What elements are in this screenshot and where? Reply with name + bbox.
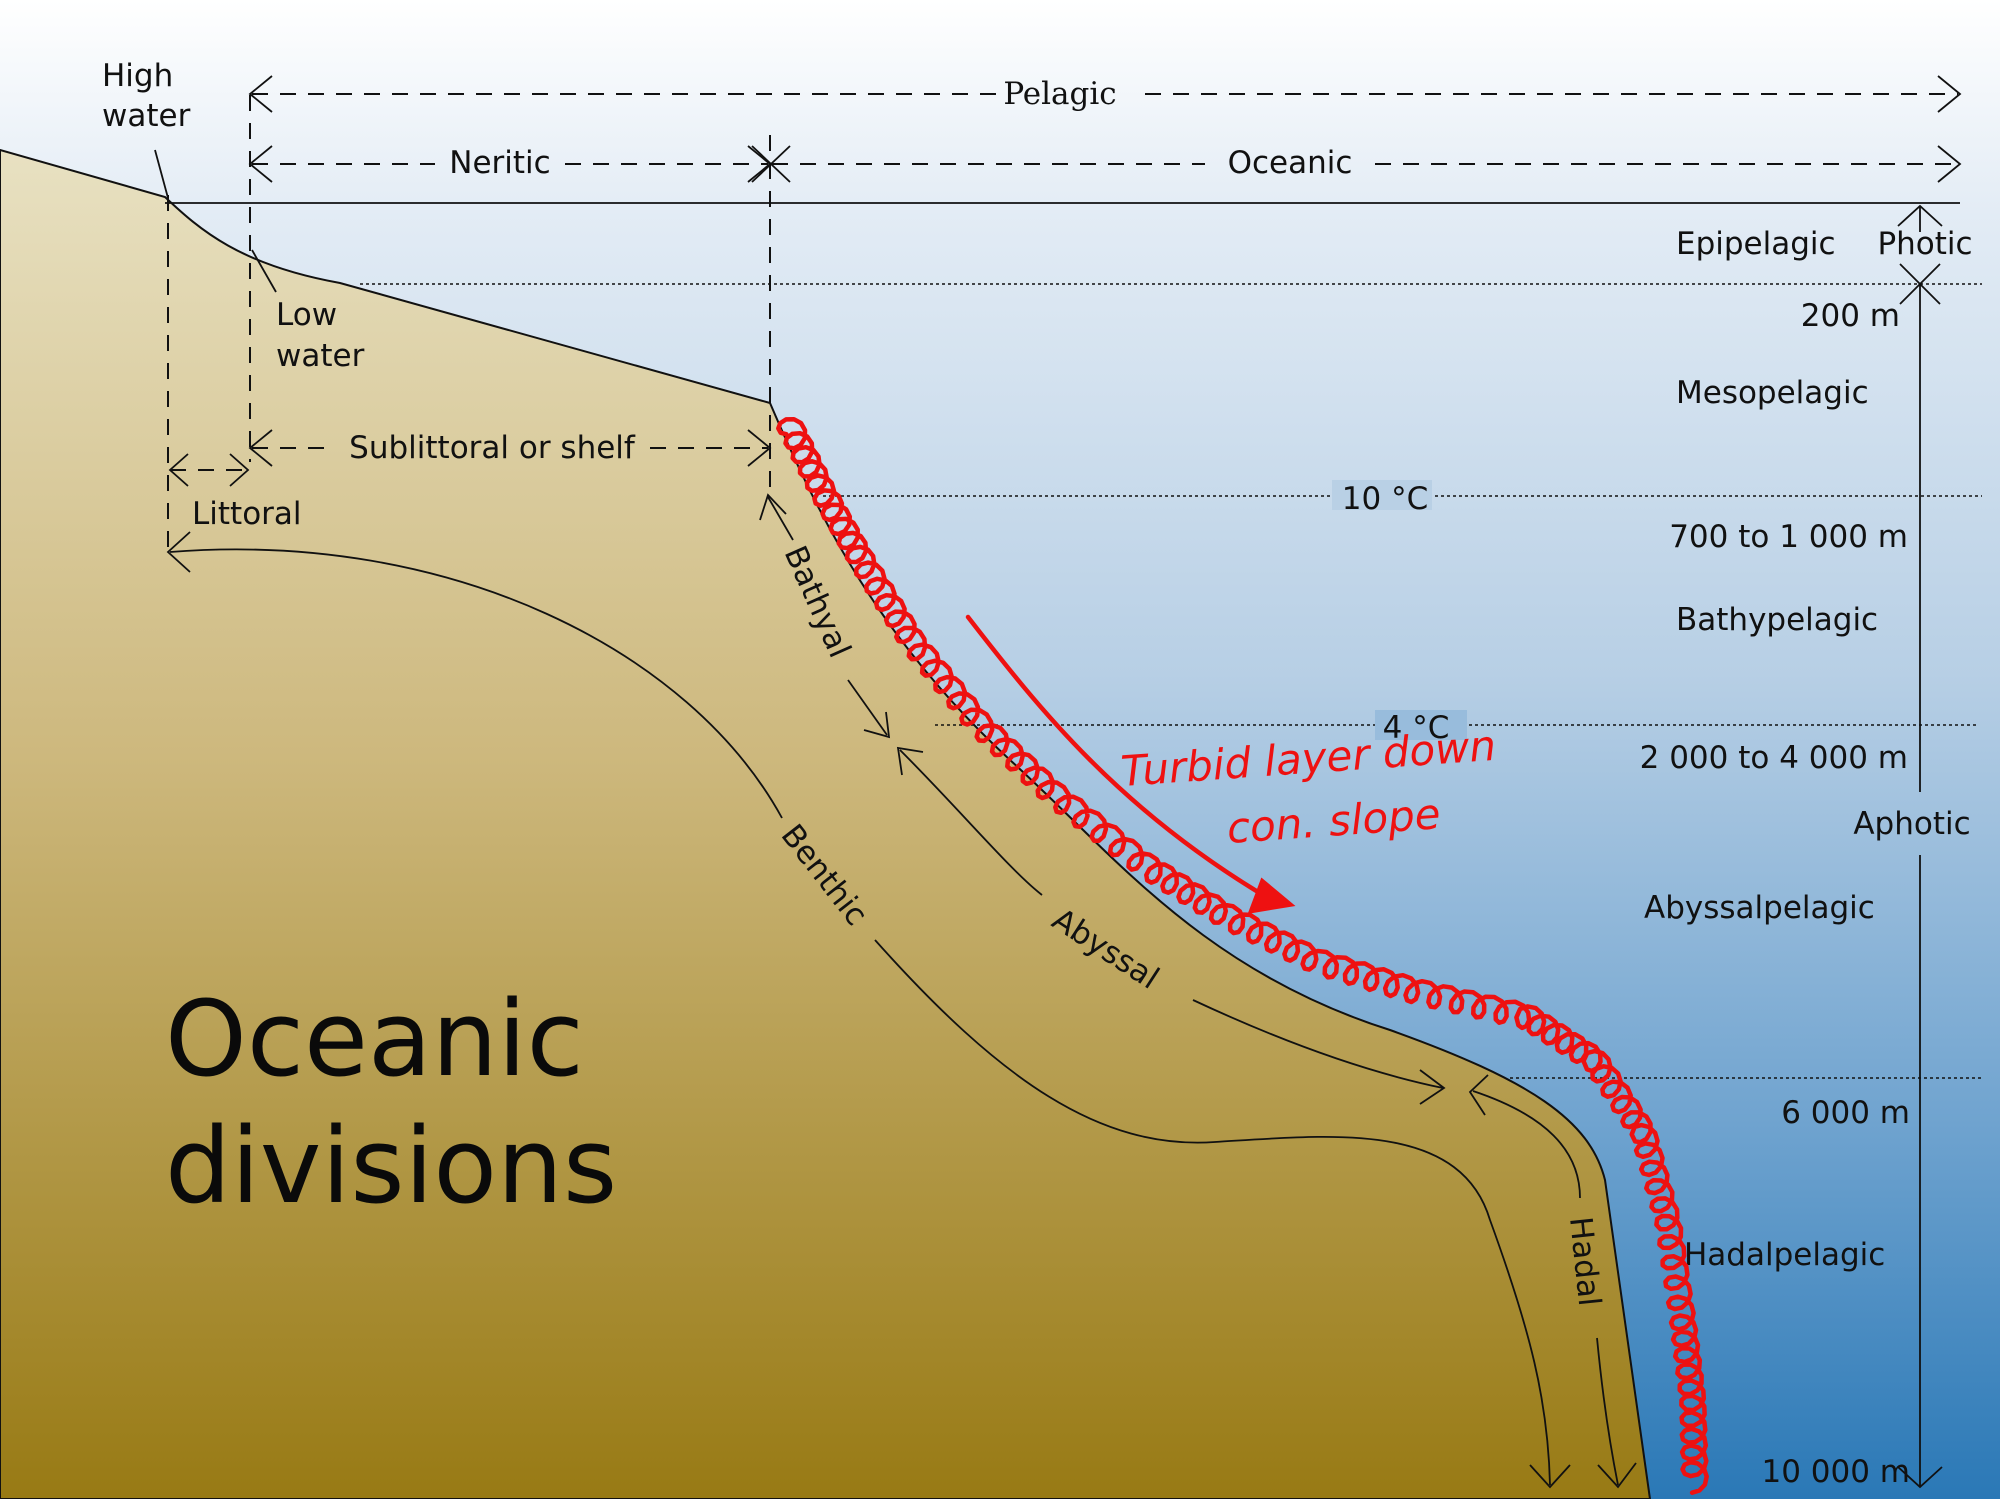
turbid-arrowhead [1247,877,1296,914]
pelagic-arrowhead-right [1937,75,1962,113]
temp-10c-mask [1332,480,1432,510]
hadal-arrowhead-bottom [1597,1462,1637,1489]
temp-4c-mask [1375,710,1467,740]
pelagic-arrowhead-left [248,75,273,113]
hadal-arrow-upper [1472,1090,1581,1199]
depth-6000m-label: 6 000 m [1781,1095,1910,1131]
littoral-arrowhead-right [229,453,250,487]
hadal-arrow-lower [1596,1337,1619,1486]
abyssal-arrowhead-bottom [1419,1069,1446,1105]
photic-arrowhead-top [1897,204,1943,227]
sublittoral-label: Sublittoral or shelf [349,430,636,466]
hadalpelagic-label: Hadalpelagic [1684,1237,1885,1273]
oceanic-arrowhead-right [1937,145,1962,183]
abyssal-arrow-upper [899,749,1043,896]
diagram-title-line2: divisions [165,1105,617,1227]
depth-10000m-label: 10 000 m [1761,1454,1910,1490]
bathyal-arrowhead-top [759,493,787,521]
bathyal-arrow-upper [767,496,794,541]
neritic-oceanic-cross-b [751,145,791,183]
depth-700m-label: 700 to 1 000 m [1669,519,1908,555]
bathyal-arrowhead-bottom [863,711,891,739]
benthic-arrowhead-top [166,531,191,573]
oceanic-label: Oceanic [1228,145,1353,181]
depth-200m-label: 200 m [1801,298,1900,334]
bathyal-arrow-lower [847,679,888,736]
photic-label: Photic [1877,226,1972,262]
neritic-label: Neritic [449,145,550,181]
high-water-label: High [102,58,173,94]
hadal-arrowhead-top [1468,1074,1489,1116]
bathypelagic-label: Bathypelagic [1676,602,1878,638]
sublittoral-arrowhead-right [747,429,772,467]
benthic-arrow-path-lower [874,939,1551,1486]
aphotic-label: Aphotic [1853,806,1970,842]
abyssal-arrowhead-top [896,746,924,776]
low-water-pointer [251,249,277,293]
benthic-arrowhead-bottom [1529,1464,1571,1489]
neritic-arrowhead-left [248,145,273,183]
turbid-arrow-shaft [965,614,1271,901]
abyssal-arrow-lower [1192,999,1444,1089]
high-water-label-2: water [102,98,191,134]
temp-10c-label: 10 °C [1342,481,1428,517]
abyssalpelagic-label: Abyssalpelagic [1644,890,1875,926]
low-water-label-2: water [276,338,365,374]
temp-4c-label: 4 °C [1383,710,1450,746]
pelagic-label: Pelagic [1003,76,1116,112]
littoral-arrowhead-left [168,453,189,487]
aphotic-arrowhead-bottom [1897,1466,1943,1489]
high-water-pointer [154,149,169,199]
sublittoral-arrowhead-left [248,429,273,467]
turbidity-loops [776,416,1709,1495]
epipelagic-label: Epipelagic [1676,226,1836,262]
mesopelagic-label: Mesopelagic [1676,375,1869,411]
benthic-arrow-path-upper [169,548,783,819]
littoral-label: Littoral [192,496,302,532]
low-water-label: Low [276,297,337,333]
depth-2000m-label: 2 000 to 4 000 m [1640,740,1908,776]
diagram-title-line1: Oceanic [165,978,584,1100]
